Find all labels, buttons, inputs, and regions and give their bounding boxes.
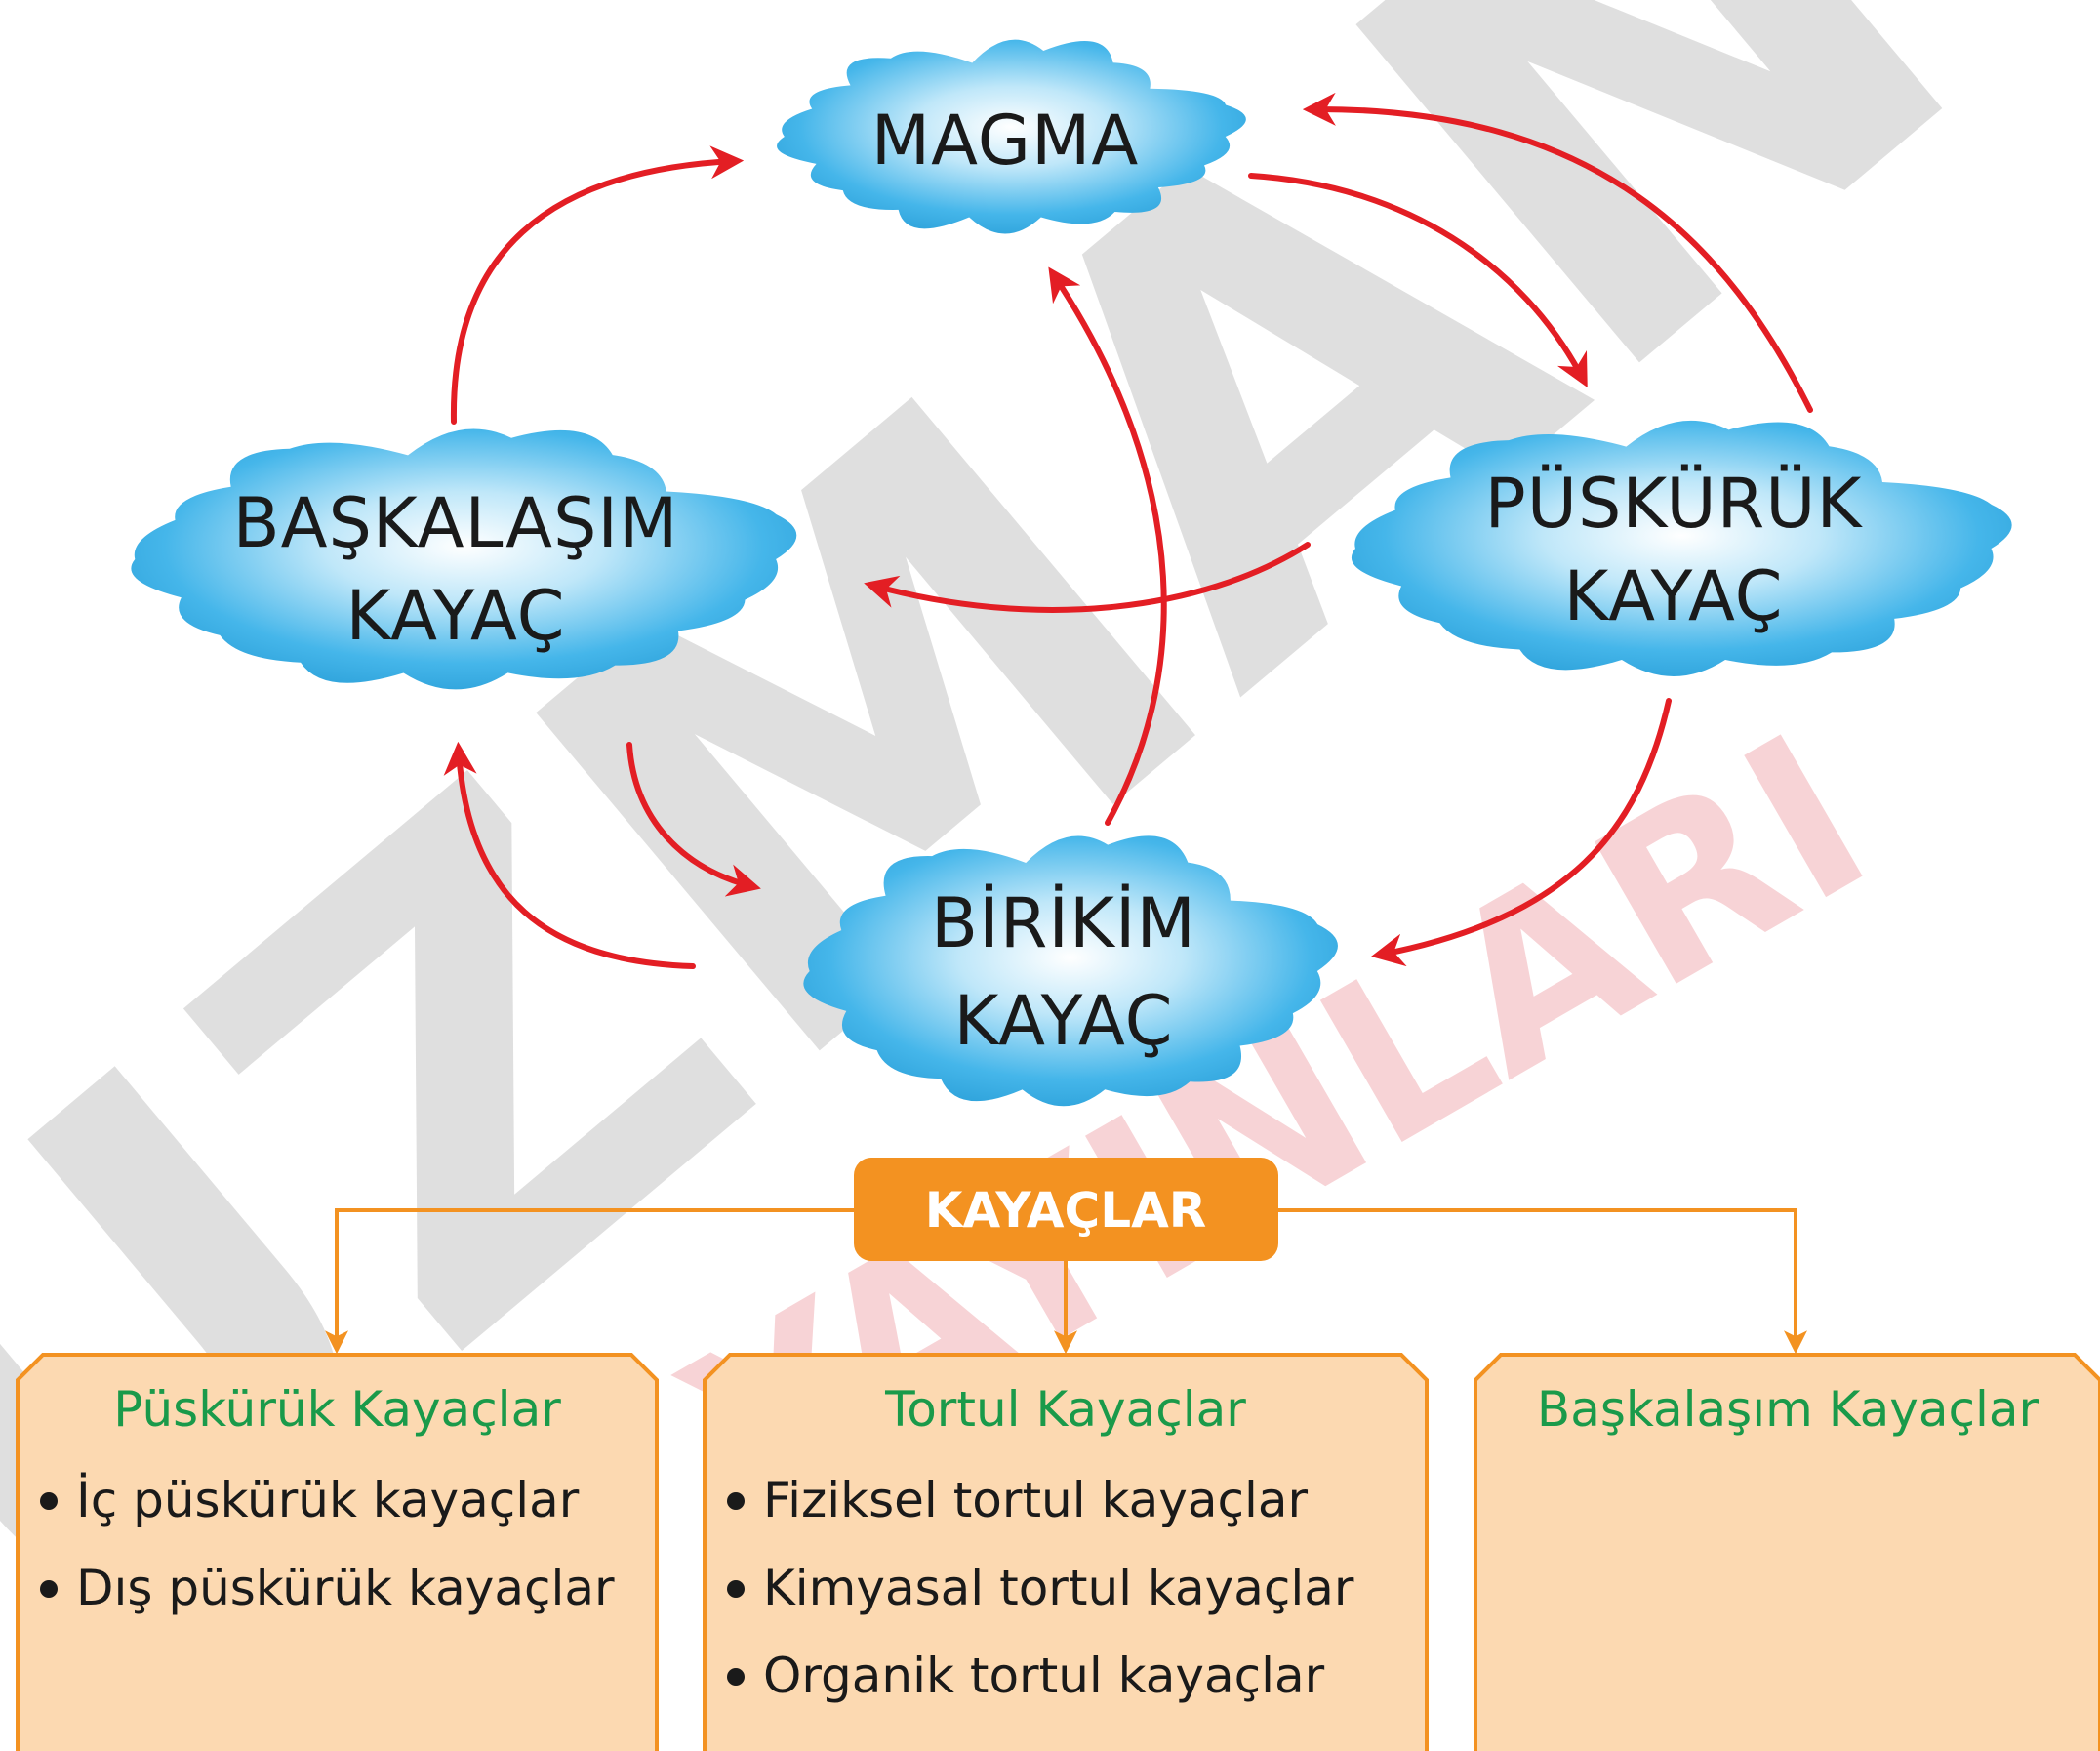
connector-left (325, 1208, 854, 1355)
kayaclar-root-box (854, 1158, 1278, 1261)
category-box-0: Püskürük Kayaçlar İç püskürük kayaçlarDış… (16, 1353, 659, 1751)
cloud-puskuruk-label: PÜSKÜRÜK (1485, 464, 1864, 544)
connector-right (1278, 1208, 1807, 1355)
kayaclar-root: KAYAÇLAR (854, 1158, 1278, 1261)
cycle-arrows (443, 92, 1813, 969)
rock-cycle-clouds: MAGMAPÜSKÜRÜKKAYAÇBAŞKALAŞIMKAYAÇBİRİKİM… (131, 39, 2012, 1107)
cloud-puskuruk: PÜSKÜRÜK KAYAÇ (1351, 420, 2012, 677)
cloud-baskalasim-label: KAYAÇ (346, 576, 566, 656)
bullet-dot (727, 1492, 745, 1510)
cloud-birikim-label: KAYAÇ (954, 981, 1174, 1061)
category-box-1-title: Tortul Kayaçlar (884, 1381, 1246, 1438)
cloud-magma: MAGMA (777, 39, 1246, 234)
arrow-puskuruk-to-baskalasim (864, 542, 1311, 613)
category-list-item: İç püskürük kayaçlar (76, 1472, 580, 1528)
arrow-magma-to-puskuruk (1248, 173, 1588, 388)
cloud-baskalasim-label: BAŞKALAŞIM (233, 483, 679, 563)
arrow-birikim-to-magma (1048, 266, 1167, 826)
bullet-dot (40, 1492, 58, 1510)
category-box-0-frame (16, 1353, 659, 1751)
cloud-baskalasim: BAŞKALAŞIM KAYAÇ (131, 428, 797, 690)
bullet-dot (727, 1580, 745, 1598)
tree-connectors (325, 1208, 1807, 1355)
arrow-baskalasim-to-magma (450, 145, 745, 425)
category-list-item: Organik tortul kayaçlar (763, 1648, 1325, 1704)
category-box-1-frame (703, 1353, 1429, 1751)
arrow-baskalasim-to-birikim (626, 742, 761, 897)
category-boxes: Püskürük Kayaçlar İç püskürük kayaçlarDış… (16, 1353, 2100, 1751)
cloud-magma-shape (777, 39, 1246, 234)
bullet-dot (727, 1668, 745, 1686)
cloud-puskuruk-label: KAYAÇ (1564, 556, 1784, 636)
cloud-birikim-label: BİRİKİM (931, 883, 1196, 963)
arrow-puskuruk-to-birikim (1370, 698, 1672, 967)
cloud-birikim-shape (803, 835, 1338, 1107)
arrow-puskuruk-to-magma (1302, 92, 1813, 413)
cloud-puskuruk-shape (1351, 420, 2012, 677)
bullet-dot (40, 1580, 58, 1598)
cloud-birikim: BİRİKİM KAYAÇ (803, 835, 1338, 1107)
cloud-baskalasim-shape (131, 428, 797, 690)
category-box-2-title: Başkalaşım Kayaçlar (1537, 1381, 2039, 1438)
kayaclar-root-label: KAYAÇLAR (925, 1182, 1207, 1239)
category-list-item: Dış püskürük kayaçlar (76, 1560, 615, 1616)
arrow-birikim-to-baskalasim (443, 741, 696, 969)
cloud-magma-label: MAGMA (871, 101, 1140, 181)
category-box-0-title: Püskürük Kayaçlar (113, 1381, 561, 1438)
category-list-item: Kimyasal tortul kayaçlar (763, 1560, 1354, 1616)
category-box-2: Başkalaşım Kayaçlar (1474, 1353, 2100, 1751)
category-list-item: Fiziksel tortul kayaçlar (763, 1472, 1309, 1528)
category-box-2-frame (1474, 1353, 2100, 1751)
